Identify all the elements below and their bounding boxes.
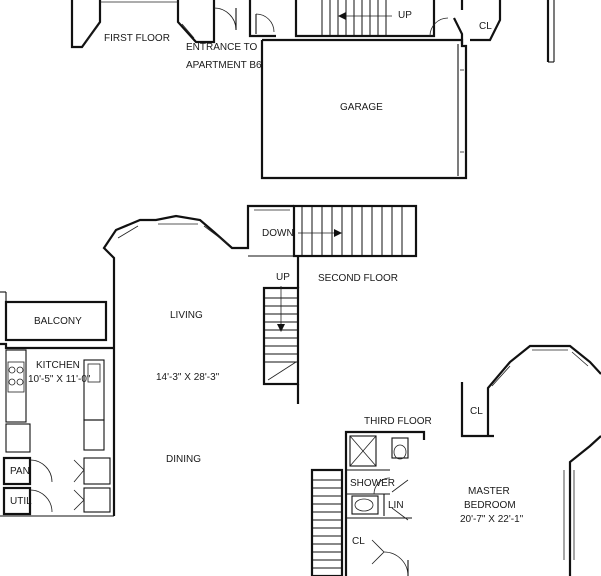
kitchen-dims: 10'-5" X 11'-0"	[28, 374, 91, 385]
first-floor-stair	[321, 0, 392, 36]
dining-label: DINING	[166, 454, 201, 465]
utility-label: UTIL	[10, 496, 32, 507]
master-bedroom-label-line1: MASTER	[468, 486, 510, 497]
entrance-label-line2: APARTMENT B6	[186, 60, 262, 71]
third-floor-title: THIRD FLOOR	[364, 416, 432, 427]
third-floor-stair	[310, 468, 344, 576]
first-floor-title: FIRST FLOOR	[104, 33, 170, 44]
linen-label: LIN	[388, 500, 404, 511]
garage-label: GARAGE	[340, 102, 383, 113]
master-bedroom-dims: 20'-7" X 22'-1"	[460, 514, 524, 525]
second-floor-plan: SECOND FLOOR DOWN UP BALCONY KITCHEN 10'…	[0, 204, 418, 517]
third-floor-closet-top-label: CL	[470, 406, 483, 417]
third-floor-plan: THIRD FLOOR CL SHOWER LIN CL MASTER BEDR…	[310, 344, 601, 576]
balcony-label: BALCONY	[34, 316, 82, 327]
second-floor-stair-down	[248, 204, 418, 258]
living-label: LIVING	[170, 310, 203, 321]
shower-label: SHOWER	[350, 478, 395, 489]
stair-up-label: UP	[276, 272, 290, 283]
pantry-label: PAN	[10, 466, 30, 477]
kitchen-label: KITCHEN	[36, 360, 80, 371]
second-floor-title: SECOND FLOOR	[318, 273, 398, 284]
first-floor-closet-label: CL	[479, 21, 492, 32]
first-floor-plan: FIRST FLOOR ENTRANCE TO APARTMENT B6 UP …	[70, 0, 555, 180]
second-floor-stair-up	[262, 286, 300, 386]
living-dims: 14'-3" X 28'-3"	[156, 372, 220, 383]
third-floor-closet-bottom-label: CL	[352, 536, 365, 547]
entrance-label-line1: ENTRANCE TO	[186, 42, 258, 53]
first-floor-stair-label: UP	[398, 10, 412, 21]
master-bedroom-label-line2: BEDROOM	[464, 500, 516, 511]
stair-down-label: DOWN	[262, 228, 294, 239]
